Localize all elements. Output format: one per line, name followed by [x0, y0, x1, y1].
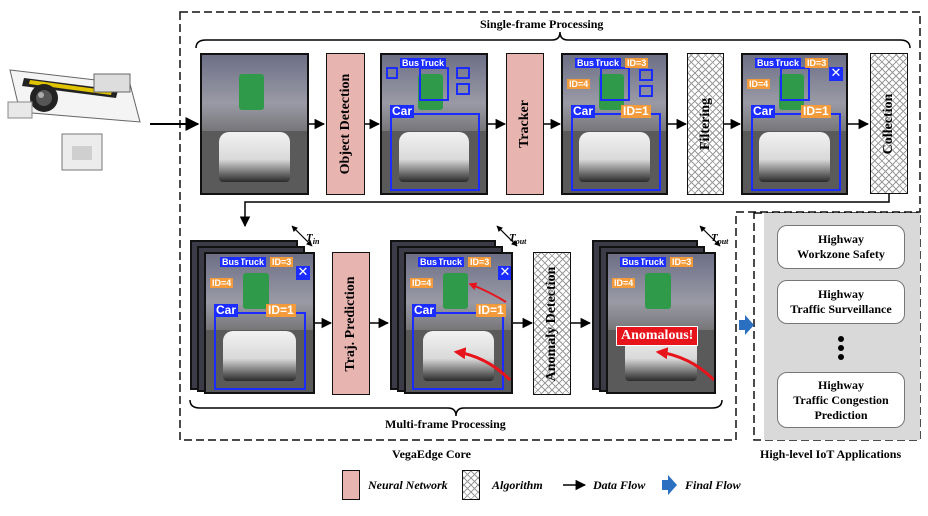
small-bbox [639, 69, 653, 81]
tracker-label: Tracker [517, 100, 532, 148]
truck-label: Truck [238, 257, 267, 267]
small-bbox [456, 83, 470, 95]
anomaly-detection-block: Anomaly Detection [533, 252, 571, 395]
legend-neural-network-label: Neural Network [368, 478, 448, 492]
truck-bbox [419, 67, 449, 101]
filtered-frame: Car ID=1 Truck ID=3 Bus ID=4 ✕ [741, 53, 848, 195]
predicted-trajectory [453, 282, 511, 382]
anomaly-detection-label: Anomaly Detection [544, 266, 559, 381]
applications-title: High-level IoT Applications [760, 447, 902, 461]
collection-block: Collection [870, 53, 908, 194]
stacked-frame-front: Car ID=1 Truck ID=3 Bus ID=4 ✕ [204, 252, 315, 394]
multi-frame-title: Multi-frame Processing [385, 417, 506, 431]
car-bbox [571, 113, 661, 191]
applications-outline [753, 212, 921, 441]
filtering-label: Filtering [697, 97, 713, 151]
car-label: Car [412, 303, 437, 317]
app-workzone-safety: Highway Workzone Safety [777, 225, 905, 269]
small-bbox [456, 67, 470, 79]
car-bbox [390, 113, 480, 191]
truck-bbox [600, 67, 630, 101]
legend-algorithm-swatch [462, 470, 480, 500]
bus-label: Bus [400, 58, 422, 68]
filtered-out-icon: ✕ [296, 265, 310, 280]
collection-label: Collection [881, 93, 896, 154]
anomalous-trajectory [655, 347, 714, 382]
car-label: Car [390, 104, 415, 118]
vegaedge-core-title: VegaEdge Core [392, 447, 471, 461]
bus-label: Bus [755, 58, 777, 68]
id-tag: ID=3 [468, 257, 492, 267]
app-traffic-surveillance: Highway Traffic Surveillance [777, 280, 905, 324]
truck-label: Truck [773, 58, 802, 68]
legend-data-flow-label: Data Flow [593, 478, 646, 492]
truck-bbox [780, 67, 810, 101]
car-bbox [412, 312, 504, 390]
tracker-block: Tracker [506, 53, 544, 195]
tracked-frame: Car ID=1 Truck ID=3 Bus ID=4 [561, 53, 668, 195]
t-out-arrow-2 [699, 225, 721, 247]
multi-frame-brace [189, 399, 723, 417]
filtering-block: Filtering [687, 53, 724, 195]
t-in-arrow [291, 225, 313, 247]
id-tag: ID=3 [270, 257, 294, 267]
small-bbox [639, 85, 653, 97]
single-frame-title: Single-frame Processing [480, 17, 604, 31]
more-apps-ellipsis [838, 336, 844, 360]
car-label: Car [571, 104, 596, 118]
id-tag: ID=1 [266, 303, 296, 317]
vegaedge-core-outline [179, 11, 921, 441]
id-tag: ID=3 [805, 58, 829, 68]
id-tag: ID=4 [410, 278, 434, 288]
id-tag: ID=1 [476, 303, 506, 317]
id-tag: ID=3 [625, 58, 649, 68]
traj-prediction-block: Traj. Prediction [332, 252, 370, 395]
legend-final-flow-arrow [662, 475, 677, 495]
truck-label: Truck [418, 58, 447, 68]
car-bbox [214, 312, 306, 390]
legend-neural-network-swatch [342, 470, 360, 500]
filtered-out-icon: ✕ [829, 66, 843, 81]
bus-label: Bus [575, 58, 597, 68]
app-congestion-prediction: Highway Traffic Congestion Prediction [777, 372, 905, 428]
t-out-arrow-1 [496, 225, 518, 247]
id-tag: ID=1 [621, 104, 651, 118]
object-detection-label: Object Detection [337, 73, 353, 175]
detected-frame: Car Truck Bus [380, 53, 488, 195]
id-tag: ID=1 [801, 104, 831, 118]
truck-label: Truck [638, 257, 667, 267]
anomaly-frame: Truck ID=3 Bus ID=4 Anomalous! [606, 252, 716, 394]
t-in-label: Tin [306, 232, 320, 247]
truck-label: Truck [593, 58, 622, 68]
bus-label: Bus [620, 257, 642, 267]
car-bbox [751, 113, 841, 191]
predicted-frame: Car ID=1 Truck ID=3 Bus ID=4 ✕ [404, 252, 513, 394]
truck-label: Truck [436, 257, 465, 267]
id-tag: ID=4 [567, 79, 591, 89]
car-label: Car [751, 104, 776, 118]
id-tag: ID=4 [612, 278, 636, 288]
object-detection-block: Object Detection [326, 53, 365, 195]
traj-prediction-label: Traj. Prediction [343, 275, 358, 372]
bus-label: Bus [418, 257, 440, 267]
car-label: Car [214, 303, 239, 317]
filtered-out-icon: ✕ [498, 265, 511, 280]
id-tag: ID=4 [747, 79, 771, 89]
small-bbox [386, 67, 398, 79]
raw-frame [200, 53, 309, 195]
traffic-camera-icon [7, 69, 141, 171]
id-tag: ID=3 [670, 257, 694, 267]
t-out-label: Tout [509, 232, 527, 247]
anomalous-label: Anomalous! [616, 326, 699, 346]
single-frame-brace [195, 31, 911, 49]
id-tag: ID=4 [210, 278, 234, 288]
legend-final-flow-label: Final Flow [685, 478, 741, 492]
final-flow-arrow [739, 315, 754, 335]
bus-label: Bus [220, 257, 242, 267]
t-out-label: Tout [711, 232, 729, 247]
arrow-collection-to-multi [239, 194, 890, 228]
legend-algorithm-label: Algorithm [492, 478, 543, 492]
